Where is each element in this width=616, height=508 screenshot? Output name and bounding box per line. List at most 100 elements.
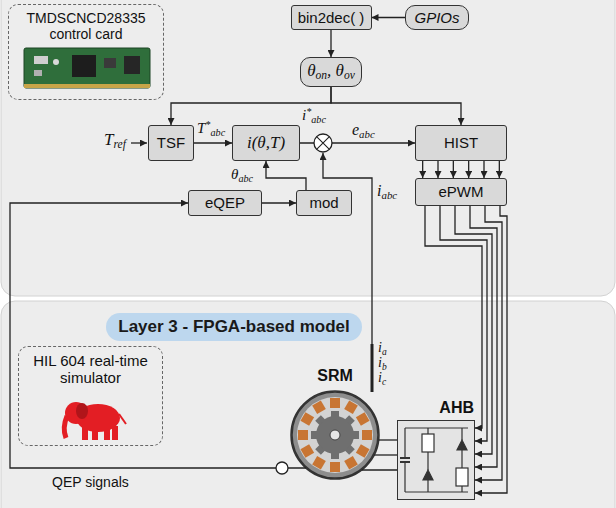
motor-node: SRM: [291, 391, 379, 479]
connector: [362, 440, 397, 470]
connector-line: [475, 206, 502, 480]
signal-name: Tref: [104, 131, 126, 152]
text-part: i: [378, 370, 382, 385]
connector-line: [330, 30, 331, 57]
input-arrow: [131, 142, 147, 143]
process-box: TSF: [148, 125, 194, 161]
stator-pole: [330, 398, 340, 408]
node-text: GPIOs: [414, 9, 459, 26]
connector-line: [440, 206, 487, 441]
control-card-picture: [24, 48, 150, 88]
feedback-wire: [323, 153, 372, 392]
stator-pole: [362, 430, 372, 440]
sum-cross: [317, 137, 330, 150]
edge-label: T*abc: [197, 119, 225, 138]
current-bus: [371, 344, 374, 392]
text-part: *: [306, 106, 311, 117]
text-part: abc: [311, 114, 326, 125]
node-text: AHB: [439, 399, 474, 417]
connector: [423, 161, 500, 178]
node-text: mod: [309, 194, 338, 211]
node-text: i(θ,T): [247, 133, 285, 153]
rotor-pole: [345, 445, 355, 455]
motor-housing: [291, 391, 379, 479]
node-text: eQEP: [205, 194, 245, 211]
edge-label: i*abc: [302, 106, 326, 125]
signal-name: ic: [378, 370, 386, 387]
connector: [331, 30, 332, 57]
hardware-frame: TMDSCNCD28335 control card: [8, 4, 164, 100]
signal-name: ia: [378, 340, 387, 357]
text-part: abc: [210, 127, 225, 138]
text-part: abc: [238, 173, 253, 184]
process-box: i(θ,T): [232, 125, 300, 161]
connector-line: [475, 206, 507, 493]
diode-symbol: [423, 470, 433, 480]
text-part: on: [316, 70, 328, 83]
encoder-symbol: [276, 462, 288, 474]
edge-label: QEP signals: [52, 475, 129, 490]
text-part: ov: [344, 70, 355, 83]
node-text: TMDSCNCD28335 control card: [13, 10, 159, 42]
capacitor-symbol: [400, 458, 410, 462]
stator-pole: [312, 456, 326, 470]
connector-line: [362, 469, 397, 470]
text-part: e: [352, 121, 359, 138]
stator-pole: [356, 444, 370, 458]
connector: [266, 161, 306, 190]
chip: [104, 58, 116, 68]
stator-pole: [298, 430, 308, 440]
connector: [425, 206, 507, 493]
pcb-contacts: [24, 84, 150, 88]
motor-outline: [291, 391, 379, 479]
switch-symbol: [456, 468, 468, 486]
logo-ear: [76, 403, 88, 419]
component: [34, 56, 48, 64]
motor-picture: [291, 391, 379, 479]
stator-pole: [344, 400, 358, 414]
rotor-pole: [315, 415, 325, 425]
component: [34, 70, 42, 76]
connector: [331, 87, 461, 125]
connector-line: [194, 142, 232, 143]
signal-name: ib: [378, 355, 387, 372]
process-box: mod: [296, 190, 352, 216]
hardware-frame: HIL 604 real-time simulator: [18, 346, 163, 446]
stator-pole: [300, 412, 314, 426]
text-part: b: [382, 362, 387, 372]
connector-line: [372, 17, 406, 18]
connector: [171, 87, 331, 125]
node-text: HIST: [444, 134, 478, 151]
connector-line: [331, 87, 461, 125]
connector: [194, 143, 232, 144]
logo-tail: [119, 414, 126, 424]
control-panel: [1, 0, 615, 296]
connector-line: [455, 206, 492, 454]
text-part: abc: [359, 128, 375, 140]
text-part: i: [378, 355, 382, 370]
rotor-pole: [331, 411, 339, 417]
connector-line: [425, 206, 482, 428]
logo-leg: [82, 426, 88, 440]
layer-tag: Layer 3 - FPGA-based model: [106, 313, 362, 341]
stator-poles: [298, 398, 372, 472]
stator-pole: [312, 400, 326, 414]
logo-leg: [112, 426, 118, 440]
text-part: i: [302, 107, 306, 123]
motor-outline-circle: [292, 392, 378, 478]
dc-bus: [405, 428, 468, 492]
connector-line: [379, 439, 397, 440]
pcb: [24, 48, 150, 88]
text-part: , θ: [327, 61, 344, 80]
rotor: [316, 416, 354, 454]
node-text: bin2dec( ): [298, 9, 365, 26]
text-part: θ: [231, 166, 238, 182]
edge-label: θabc: [231, 166, 253, 184]
rotor-pole: [331, 453, 339, 459]
text-part: T: [104, 130, 113, 149]
connector-line: [499, 161, 500, 178]
layer-title: Layer 3 - FPGA-based model: [118, 317, 349, 337]
node-text: ePWM: [439, 183, 484, 200]
text-part: ref: [113, 138, 125, 151]
